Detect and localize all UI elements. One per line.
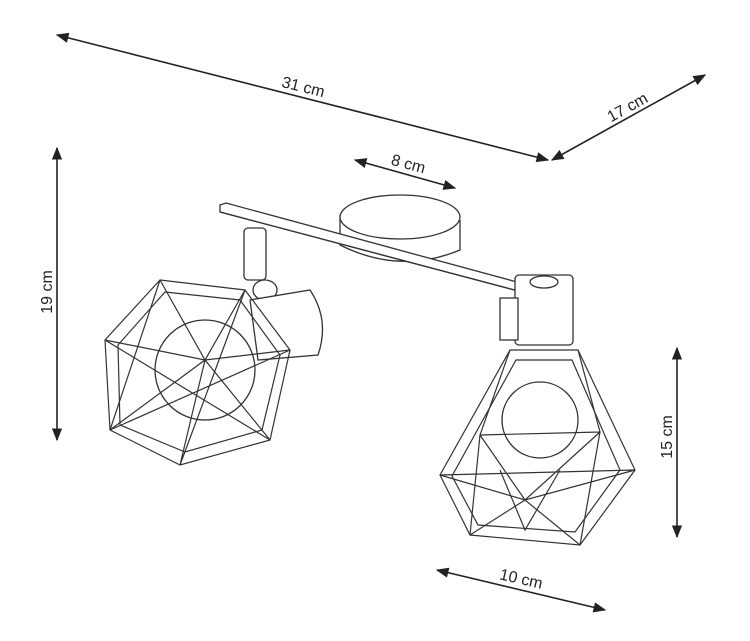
- lamp-illustration: [104, 194, 636, 546]
- shade-width-label: 10 cm: [498, 566, 544, 592]
- shade-height-label: 15 cm: [659, 415, 676, 459]
- length-arrow: [55, 32, 550, 163]
- canopy-arrow: [353, 158, 457, 190]
- shade-width-arrow: [435, 567, 607, 613]
- canopy-label: 8 cm: [389, 152, 427, 177]
- height-label: 19 cm: [39, 270, 56, 314]
- depth-label: 17 cm: [605, 90, 651, 126]
- depth-arrow: [550, 74, 707, 161]
